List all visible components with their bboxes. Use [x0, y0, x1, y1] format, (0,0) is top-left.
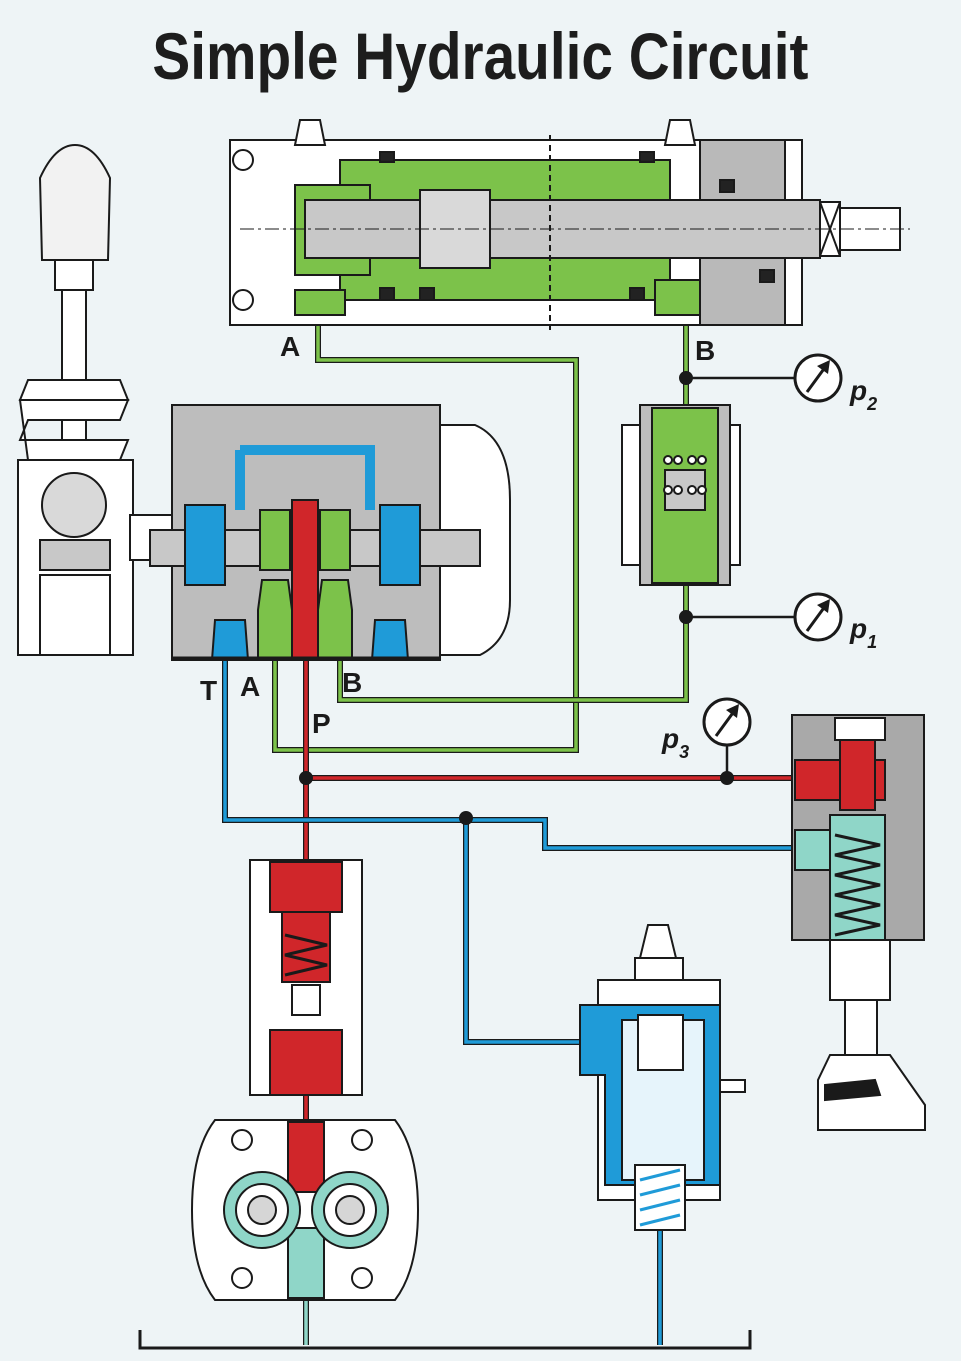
gauge-p1-label: p1: [849, 613, 877, 652]
return-filter: [579, 924, 746, 1231]
directional-control-valve: [129, 404, 511, 661]
hand-lever: [17, 143, 134, 656]
gauge-p1: [793, 592, 843, 642]
gear-pump: [190, 1119, 420, 1301]
tank: [138, 1330, 752, 1350]
gauge-p2-label: p2: [849, 375, 877, 414]
pump-outlet-check: [249, 859, 363, 1096]
diagram-title: Simple Hydraulic Circuit: [152, 19, 809, 93]
hydraulic-cylinder: [229, 119, 910, 330]
pressure-relief-valve: [791, 714, 926, 1131]
valve-port-t: T: [200, 675, 217, 706]
check-valve: [621, 404, 741, 586]
valve-port-p: P: [312, 708, 331, 739]
valve-port-a: A: [240, 671, 260, 702]
gauge-p3: [702, 697, 752, 747]
gauge-p2: [793, 353, 843, 403]
cylinder-port-a: A: [280, 331, 300, 362]
gauge-p3-label: p3: [661, 723, 689, 762]
cylinder-port-b: B: [695, 335, 715, 366]
valve-port-b: B: [342, 667, 362, 698]
